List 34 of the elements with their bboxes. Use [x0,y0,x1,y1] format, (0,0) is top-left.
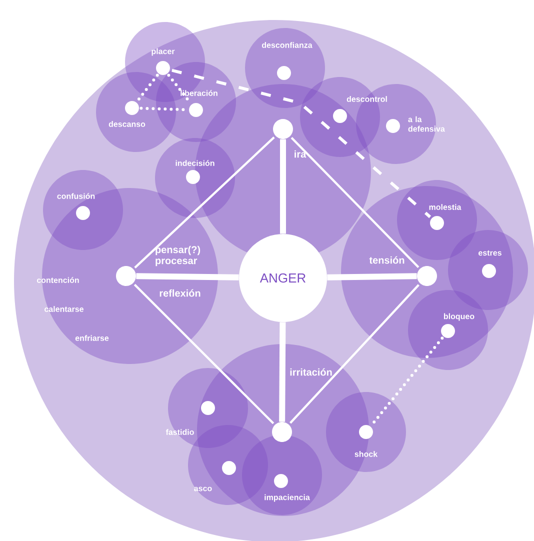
dot-label: bloqueo [444,313,474,321]
dot-label: tensión [369,256,404,264]
connector [136,74,159,102]
dot-label: estres [478,250,502,256]
connector [279,322,286,422]
connector [172,68,432,218]
dot-label: ira [294,150,306,158]
dot-label: desconfianza [262,42,312,48]
connector [327,273,417,280]
dot-label: indecisión [176,160,214,166]
dot-label: descontrol [346,96,387,102]
connector [280,139,286,234]
dot-label: reflexión [160,289,200,297]
connector [136,273,239,280]
dot-label: a la defensiva [408,116,445,132]
connector [370,336,444,426]
connector [134,284,274,424]
dot-label: irritación [290,368,332,376]
label: calentarse [44,306,84,312]
dot-label: molestia [429,204,462,210]
dot-label: fastidio [166,429,194,435]
dot-label: shock [354,451,378,457]
dot-label: placer [152,48,175,56]
dot-label: descanso [108,121,146,127]
dot-label: pensar(?) procesar [156,246,200,266]
dot-label: asco [194,486,212,492]
dot-label: confusión [57,193,95,199]
connector [134,136,275,268]
label: contención [36,277,79,283]
connector [290,284,420,424]
dot-label: liberación [180,90,218,96]
label: enfriarse [75,335,109,341]
connector [290,136,420,268]
dot-label: impaciencia [264,494,310,502]
